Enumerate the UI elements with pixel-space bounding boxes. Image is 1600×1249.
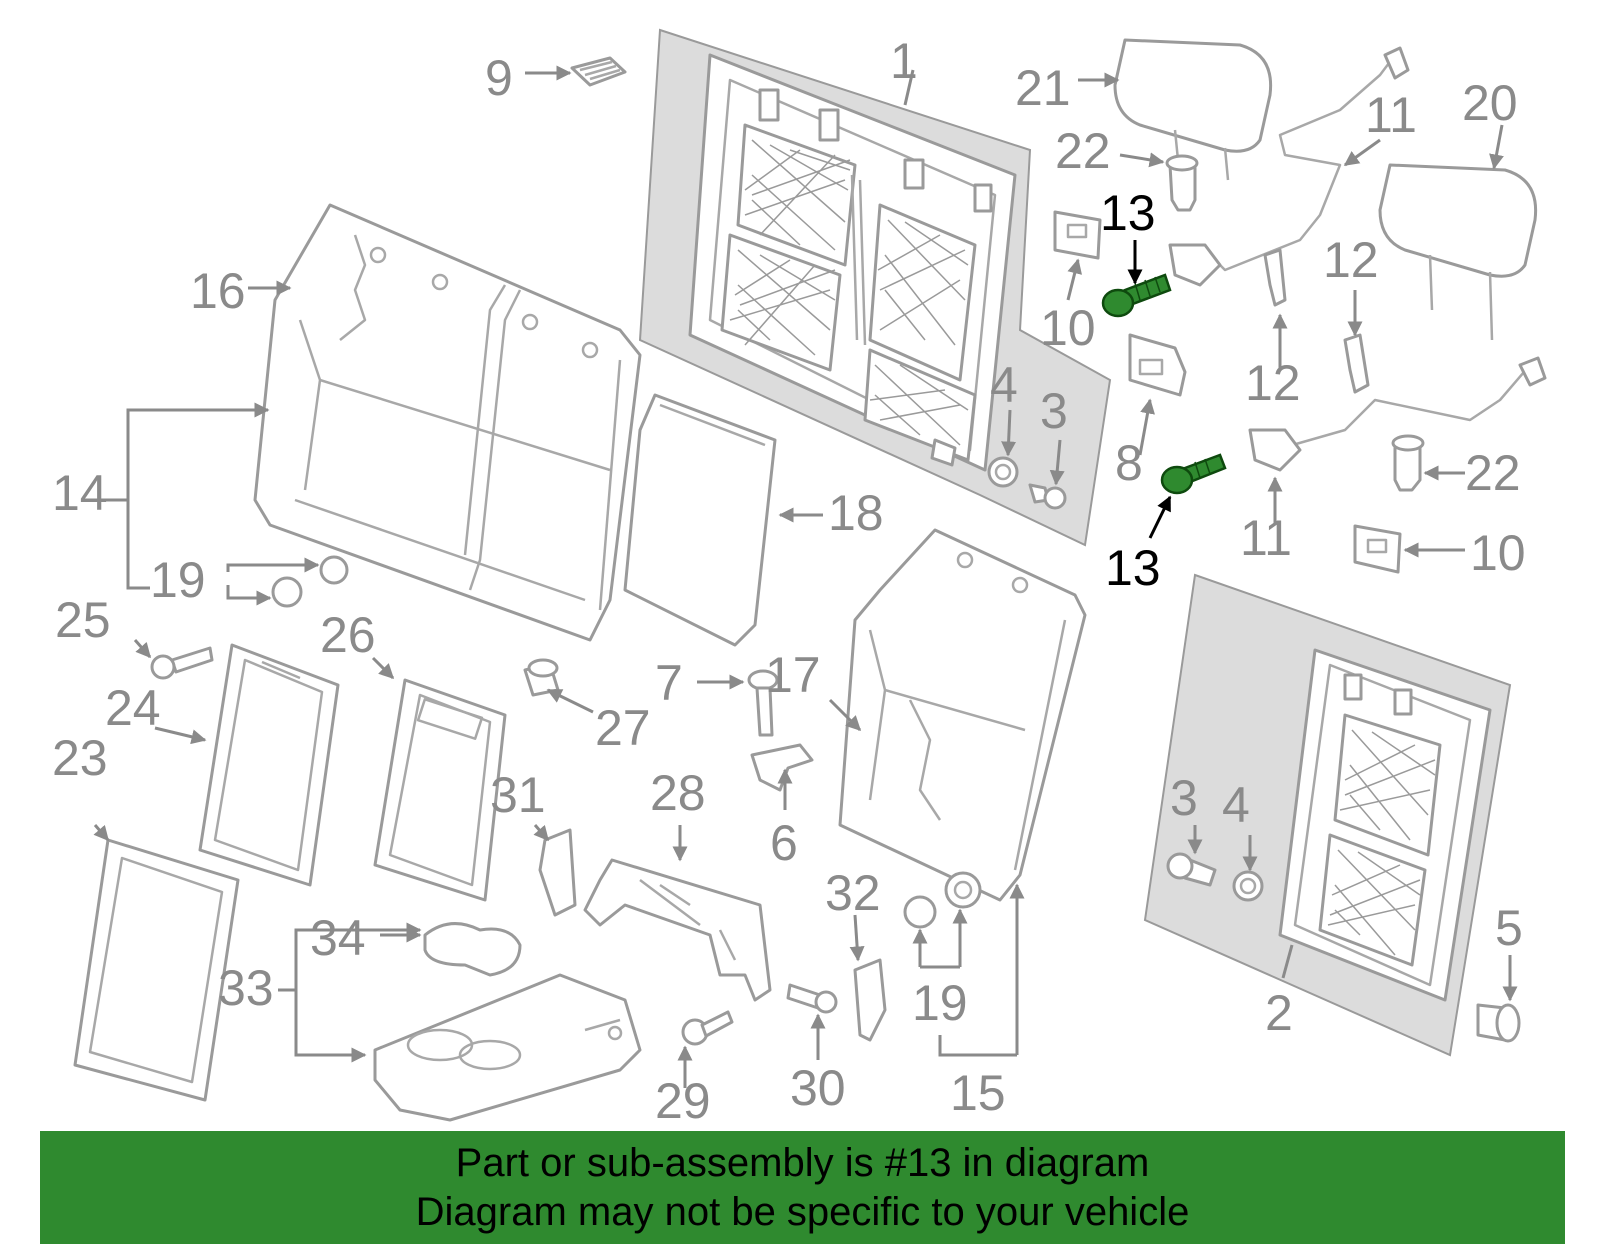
- seat-back-frame-small: [1143, 573, 1512, 1057]
- seat-back-cover-large: [253, 203, 642, 642]
- armrest-assembly: [373, 973, 642, 1122]
- bolt-13-lower: [1160, 453, 1227, 495]
- callout-6: 6: [770, 815, 798, 871]
- banner-line-1: Part or sub-assembly is #13 in diagram: [455, 1140, 1150, 1185]
- callout-16: 16: [190, 263, 246, 319]
- callout-19-lower: 19: [912, 975, 968, 1031]
- callout-30: 30: [790, 1060, 846, 1116]
- headrest-lower: [1378, 163, 1538, 341]
- release-cable-upper: [1168, 46, 1410, 287]
- callout-29: 29: [655, 1073, 711, 1129]
- cup-holder-insert: [423, 922, 522, 977]
- callout-14: 14: [52, 465, 108, 521]
- callout-34: 34: [310, 910, 366, 966]
- callout-31: 31: [490, 767, 546, 823]
- trim-panel-23: [73, 838, 240, 1102]
- callout-11-lower: 11: [1240, 510, 1292, 566]
- callout-23: 23: [52, 730, 108, 786]
- callout-19: 19: [150, 552, 206, 608]
- callout-22: 22: [1055, 123, 1111, 179]
- callout-27: 27: [595, 700, 651, 756]
- callout-24: 24: [105, 680, 161, 736]
- callout-4: 4: [990, 357, 1018, 413]
- callout-12-lower: 12: [1245, 355, 1301, 411]
- callout-12: 12: [1323, 232, 1379, 288]
- callout-5: 5: [1495, 900, 1523, 956]
- callout-17: 17: [765, 647, 821, 703]
- callout-18: 18: [828, 485, 884, 541]
- callout-33: 33: [218, 960, 274, 1016]
- callout-3: 3: [1040, 383, 1068, 439]
- banner-line-2: Diagram may not be specific to your vehi…: [415, 1189, 1190, 1234]
- foam-pad: [623, 393, 777, 647]
- trim-panel-26: [373, 678, 507, 902]
- trim-panel-24: [198, 643, 340, 887]
- release-cable-lower: [1248, 356, 1547, 472]
- seat-back-frame-large: [638, 28, 1112, 547]
- callout-7: 7: [655, 655, 683, 711]
- callout-2: 2: [1265, 985, 1293, 1041]
- callout-20: 20: [1462, 75, 1518, 131]
- callout-10-lower: 10: [1470, 525, 1526, 581]
- callout-13-lower: 13: [1105, 540, 1161, 596]
- callout-3-lower: 3: [1170, 770, 1198, 826]
- callout-13-upper: 13: [1100, 185, 1156, 241]
- notice-banner: Part or sub-assembly is #13 in diagram D…: [40, 1131, 1565, 1244]
- callout-26: 26: [320, 607, 376, 663]
- callout-28: 28: [650, 765, 706, 821]
- callout-21: 21: [1015, 60, 1071, 116]
- callout-11: 11: [1365, 87, 1417, 143]
- callout-15: 15: [950, 1065, 1006, 1121]
- bolt-13-upper: [1101, 273, 1172, 318]
- leader-lines: [93, 65, 1518, 1088]
- callout-10: 10: [1040, 300, 1096, 356]
- seat-back-cover-small: [838, 528, 1087, 902]
- callout-4-lower: 4: [1222, 777, 1250, 833]
- callout-32: 32: [825, 865, 881, 921]
- hardware-small-parts: [150, 56, 1521, 1046]
- callout-labels: 1 9 21 22 11 20 13 12 16 10 12 4 3 8 22 …: [52, 33, 1526, 1129]
- callout-8: 8: [1115, 435, 1143, 491]
- callout-9: 9: [485, 50, 513, 106]
- callout-1: 1: [890, 33, 918, 89]
- callout-22-lower: 22: [1465, 445, 1521, 501]
- callout-25: 25: [55, 592, 111, 648]
